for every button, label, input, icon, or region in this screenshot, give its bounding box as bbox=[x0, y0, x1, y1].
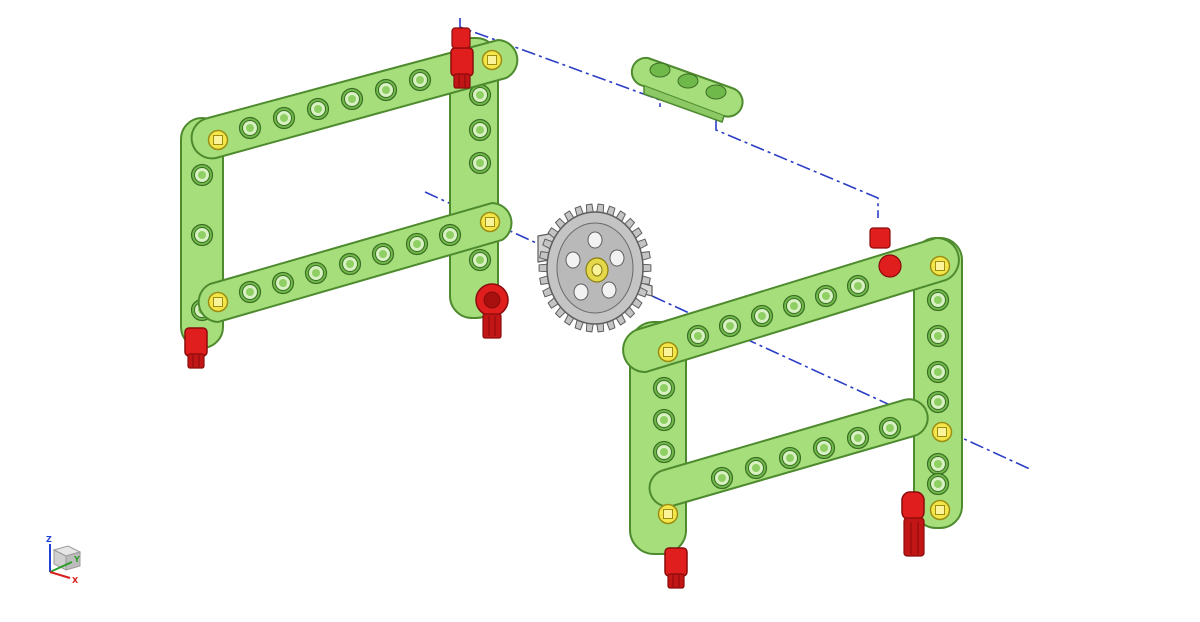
gear[interactable] bbox=[538, 203, 652, 333]
right-frame-bottom-beam[interactable] bbox=[648, 398, 929, 508]
bushing[interactable] bbox=[657, 503, 679, 525]
x-axis bbox=[49, 571, 71, 579]
left-frame-top-beam[interactable] bbox=[190, 38, 519, 160]
construction-line-top bbox=[459, 18, 661, 107]
connector-peg[interactable] bbox=[664, 547, 688, 589]
connector-peg[interactable] bbox=[869, 227, 902, 278]
bushing[interactable] bbox=[207, 129, 229, 151]
connector-peg[interactable] bbox=[901, 491, 925, 557]
connector-peg[interactable] bbox=[184, 327, 208, 369]
y-axis bbox=[49, 561, 73, 573]
bushing[interactable] bbox=[481, 49, 503, 71]
x-axis-label: X bbox=[72, 576, 79, 585]
left-frame[interactable] bbox=[180, 27, 519, 369]
bushing[interactable] bbox=[929, 499, 951, 521]
bushing[interactable] bbox=[207, 291, 229, 313]
y-axis-label: Y bbox=[73, 555, 80, 564]
bushing[interactable] bbox=[657, 341, 679, 363]
construction-line-small-beam bbox=[715, 118, 879, 218]
right-frame-top-beam[interactable] bbox=[622, 236, 960, 374]
bushing[interactable] bbox=[931, 421, 953, 443]
connector-peg[interactable] bbox=[475, 283, 509, 339]
connector-peg[interactable] bbox=[450, 27, 474, 89]
orientation-triad[interactable]: Z Y X bbox=[46, 535, 82, 585]
z-axis-label: Z bbox=[46, 535, 52, 544]
bushing[interactable] bbox=[479, 211, 501, 233]
small-beam[interactable] bbox=[630, 56, 744, 123]
right-frame[interactable] bbox=[622, 227, 963, 589]
bushing[interactable] bbox=[929, 255, 951, 277]
left-frame-middle-beam[interactable] bbox=[197, 201, 513, 324]
